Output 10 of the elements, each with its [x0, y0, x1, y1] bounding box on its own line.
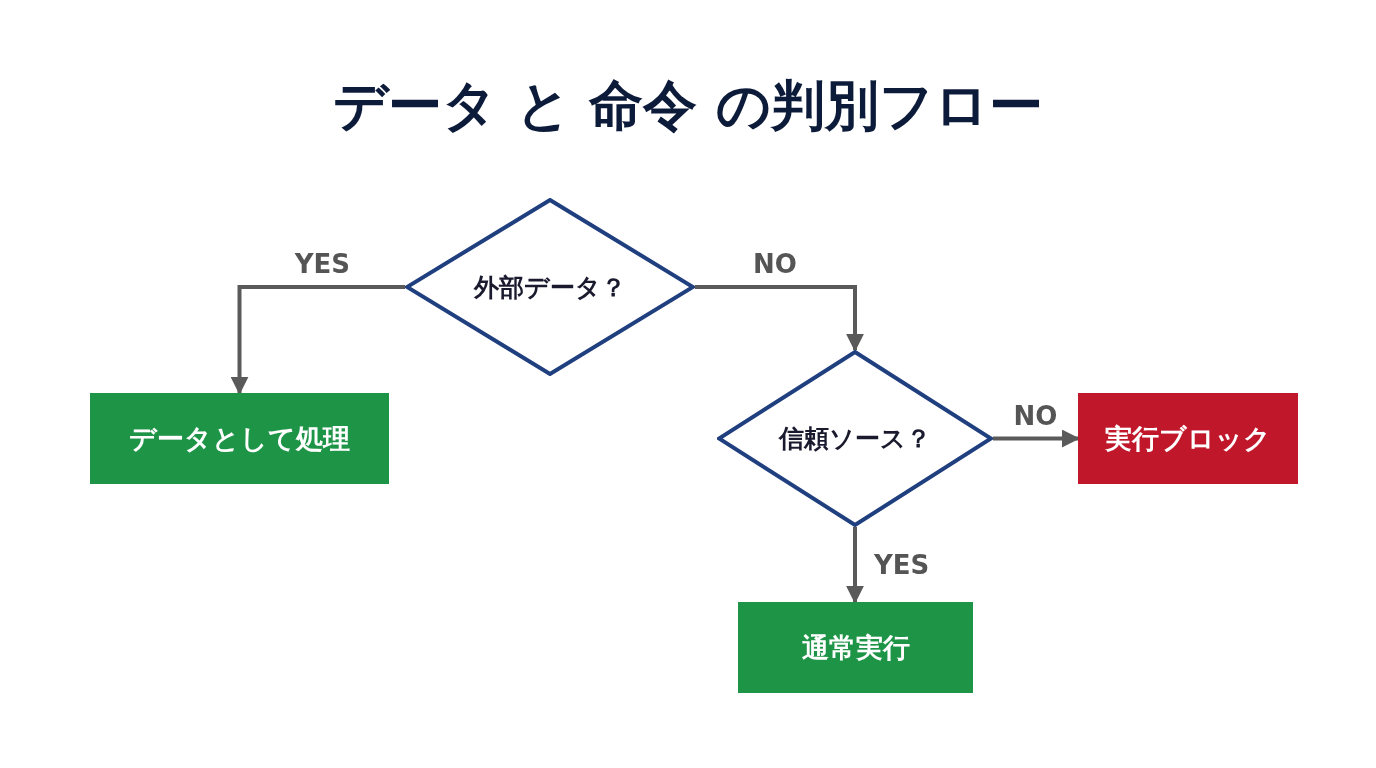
title: データ と 命令 の判別フロー [331, 73, 1045, 139]
decision-diamond: 信頼ソース？ [717, 350, 993, 527]
decision-diamond: 外部データ？ [405, 198, 695, 376]
arrow [695, 285, 864, 352]
process-box: 実行ブロック [1078, 393, 1298, 484]
arrow [230, 285, 405, 395]
process-box: 通常実行 [738, 602, 973, 693]
process-box: データとして処理 [90, 393, 389, 484]
arrow [846, 527, 864, 604]
arrow [993, 429, 1080, 448]
